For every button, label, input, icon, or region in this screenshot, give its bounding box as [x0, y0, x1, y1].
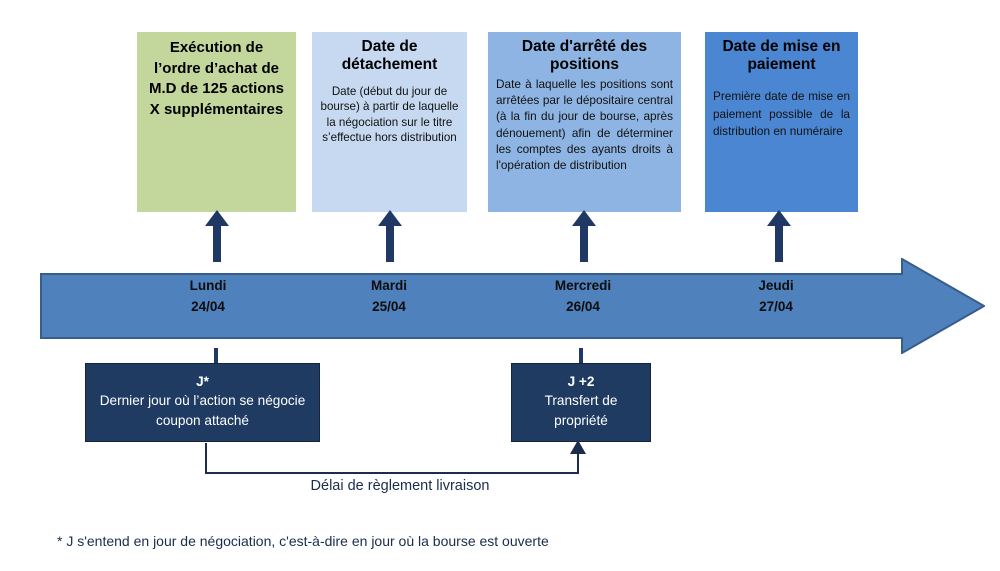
- connector-line-j: [214, 348, 218, 366]
- connector-line-j2: [579, 348, 583, 366]
- info-box-detachement-title: Date de détachement: [341, 38, 438, 73]
- settlement-delay-label: Délai de règlement livraison: [310, 478, 490, 494]
- milestone-box-j-text: Dernier jour où l’action se négocie coup…: [99, 393, 306, 428]
- timeline-day-mercredi-date: 26/04: [566, 298, 600, 314]
- up-arrow-execution: [205, 210, 229, 262]
- timeline-day-mardi-name: Mardi: [370, 278, 407, 293]
- up-arrow-arrete: [572, 210, 596, 262]
- milestone-box-j: J* Dernier jour où l’action se négocie c…: [85, 363, 320, 442]
- info-box-paiement: Date de mise en paiement Première date d…: [705, 32, 858, 212]
- timeline-day-jeudi-name: Jeudi: [758, 278, 794, 293]
- timeline-day-mercredi-name: Mercredi: [554, 278, 612, 293]
- timeline-day-lundi-name: Lundi: [189, 278, 227, 293]
- footnote-text: * J s'entend en jour de négociation, c'e…: [57, 533, 549, 549]
- up-arrow-detachement: [378, 210, 402, 262]
- info-box-arrete: Date d'arrêté des positions Date à laque…: [488, 32, 681, 212]
- info-box-detachement: Date de détachement Date (début du jour …: [312, 32, 467, 212]
- info-box-arrete-title: Date d'arrêté des positions: [521, 38, 648, 73]
- info-box-detachement-body: Date (début du jour de bourse) à partir …: [320, 84, 459, 144]
- milestone-box-j2-lead: J +2: [567, 374, 595, 389]
- milestone-box-j-lead: J*: [196, 374, 209, 389]
- up-arrow-paiement: [767, 210, 791, 262]
- timeline-day-lundi: Lundi 24/04: [138, 276, 278, 318]
- info-box-execution-title: Exécution de l’ordre d’achat de M.D de 1…: [148, 39, 285, 119]
- info-box-paiement-body: Première date de mise en paiement possib…: [713, 88, 850, 139]
- timeline-day-jeudi-date: 27/04: [759, 298, 793, 314]
- milestone-box-j2: J +2 Transfert de propriété: [511, 363, 651, 442]
- timeline-arrow: [40, 258, 985, 354]
- milestone-box-j2-text: Transfert de propriété: [544, 393, 618, 428]
- settlement-delay-bracket: [205, 440, 586, 474]
- info-box-arrete-body: Date à laquelle les positions sont arrêt…: [496, 76, 673, 173]
- timeline-day-mardi-date: 25/04: [372, 298, 406, 314]
- info-box-execution: Exécution de l’ordre d’achat de M.D de 1…: [137, 32, 296, 212]
- timeline-day-lundi-date: 24/04: [191, 298, 225, 314]
- timeline-day-jeudi: Jeudi 27/04: [706, 276, 846, 318]
- timeline-day-mardi: Mardi 25/04: [319, 276, 459, 318]
- timeline-day-mercredi: Mercredi 26/04: [513, 276, 653, 318]
- info-box-paiement-title: Date de mise en paiement: [722, 38, 841, 73]
